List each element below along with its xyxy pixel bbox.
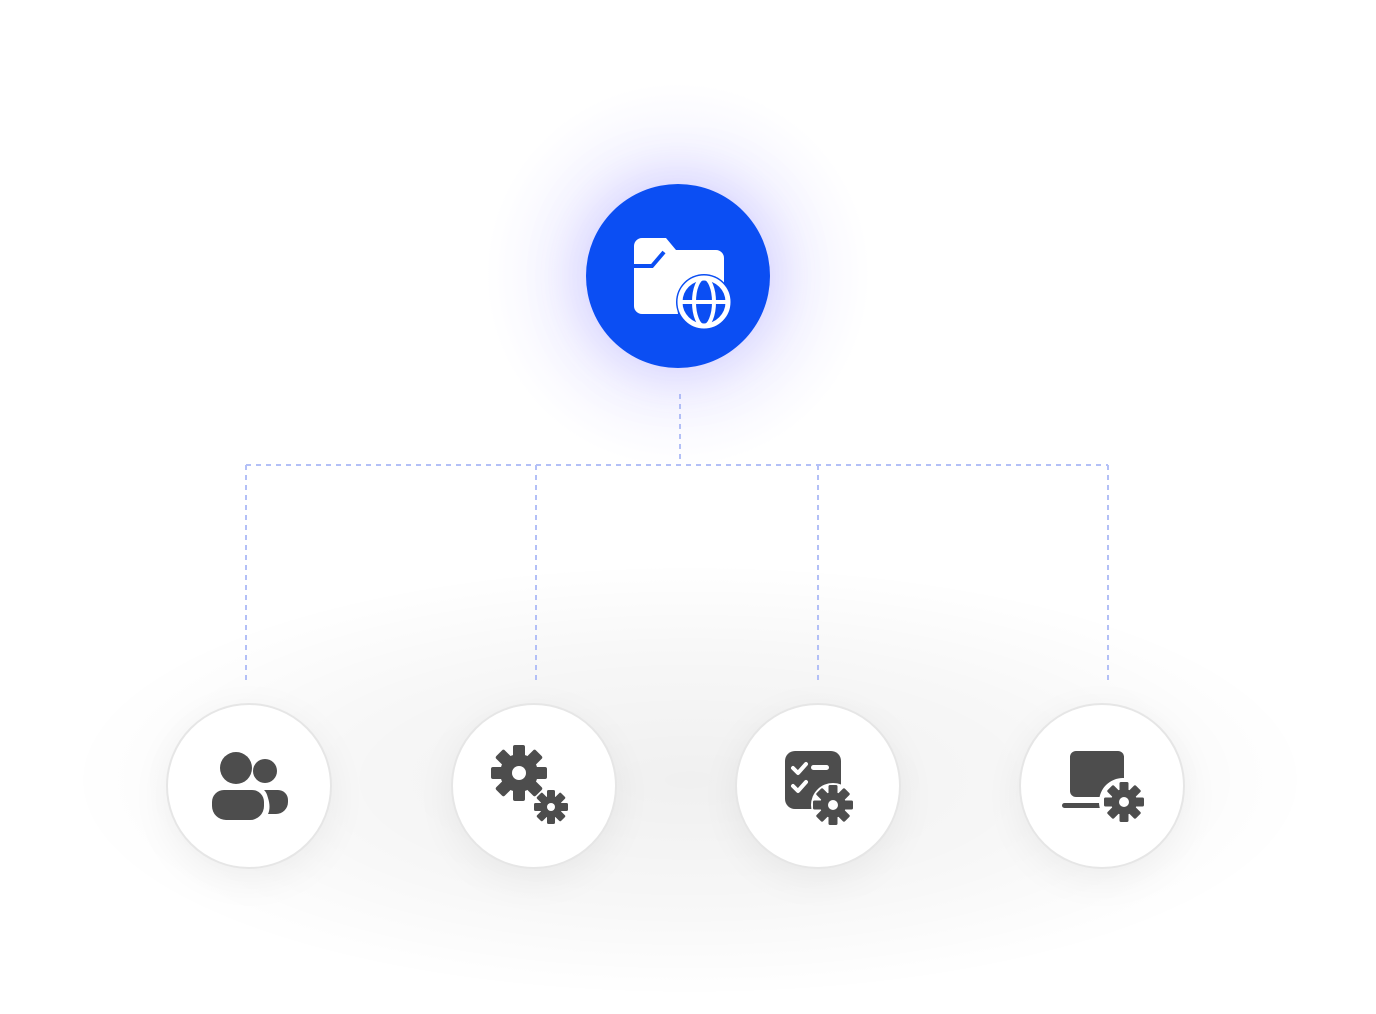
laptop-settings-icon (1062, 751, 1147, 826)
gears-icon (491, 745, 568, 824)
checklist-settings-node (735, 703, 901, 869)
laptop-settings-node (1019, 703, 1185, 869)
checklist-settings-icon (785, 751, 855, 827)
users-icon (212, 752, 288, 820)
folder-globe-icon (634, 238, 732, 330)
hub-node (586, 184, 770, 368)
users-node (166, 703, 332, 869)
gears-node (451, 703, 617, 869)
